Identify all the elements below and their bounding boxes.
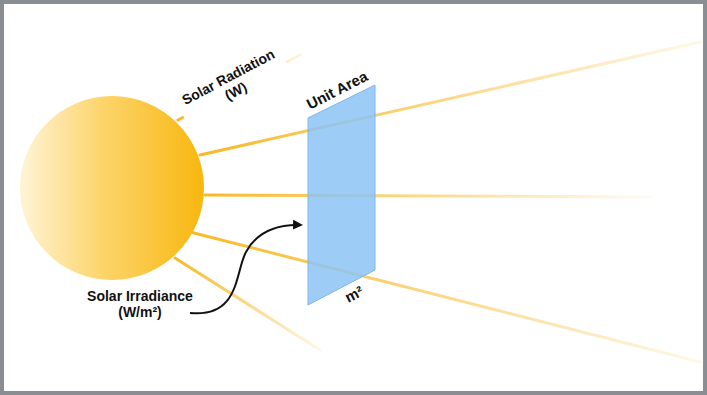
sun <box>20 96 204 280</box>
unit-area-panel: Unit Aream² <box>300 60 390 320</box>
leader-arrow <box>190 225 301 313</box>
irradiance-label: Solar Irradiance (W/m²) <box>75 288 205 320</box>
